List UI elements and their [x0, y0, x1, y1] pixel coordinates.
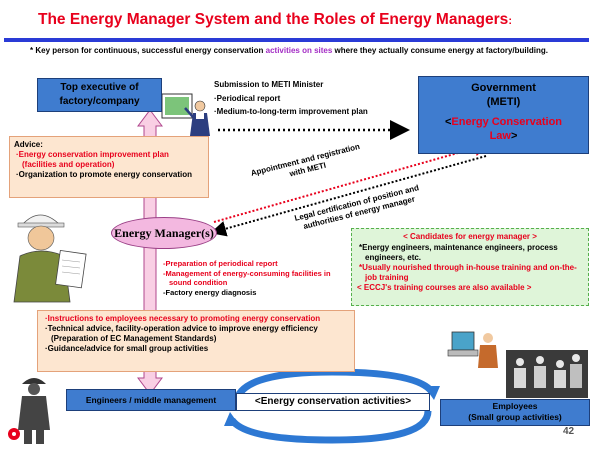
engineers-box: Engineers / middle management: [66, 389, 236, 411]
energy-manager-illustration: [13, 214, 87, 303]
ec-activities-label: <Energy conservation activities>: [236, 393, 430, 411]
candidates-heading: < Candidates for energy manager >: [403, 232, 537, 241]
presenter-illustration: [161, 93, 210, 136]
logo-icon: [8, 428, 20, 440]
computer-worker-illustration: [447, 331, 498, 368]
candidates-item: Usually nourished through in-house train…: [362, 263, 577, 282]
workers-photo: [506, 350, 588, 398]
instructions-item: Technical advice, facility-operation adv…: [47, 324, 318, 343]
em-duty-item: Preparation of periodical report: [165, 259, 278, 268]
page-number: 42: [563, 426, 575, 437]
title-rule: [4, 38, 589, 42]
page-title: The Energy Manager System and the Roles …: [38, 11, 512, 28]
instructions-item: Instructions to employees necessary to p…: [47, 314, 321, 323]
instructions-item: Guidance/advice for small group activiti…: [47, 344, 209, 353]
submission-item: Medium-to-long-term improvement plan: [216, 107, 368, 116]
government-subtitle: (METI): [486, 96, 521, 108]
top-executive-box: Top executive of factory/company: [37, 78, 162, 112]
em-duties-list: -Preparation of periodical report -Manag…: [163, 259, 331, 297]
em-duty-item: Management of energy-consuming facilitie…: [165, 268, 331, 288]
certification-arrow: [210, 155, 487, 237]
advice-item: Organization to promote energy conservat…: [18, 170, 193, 179]
top-executive-line1: Top executive of: [60, 82, 139, 93]
appointment-arrow: [213, 140, 490, 223]
employees-line1: Employees: [492, 401, 538, 411]
subtitle: * Key person for continuous, successful …: [30, 46, 548, 55]
advice-item: Energy conservation improvement plan (fa…: [18, 150, 169, 169]
em-duty-item: Factory energy diagnosis: [165, 287, 257, 297]
government-box: Government (METI) <Energy Conservation L…: [418, 76, 589, 154]
energy-conservation-law: <Energy Conservation Law>: [444, 116, 563, 142]
engineer-illustration: [18, 378, 50, 444]
submission-block: Submission to METI Minister ·Periodical …: [214, 80, 414, 117]
advice-heading: Advice:: [14, 140, 43, 149]
advice-box: Advice: ·Energy conservation improvement…: [9, 136, 209, 198]
candidates-footer: < ECCJ's training courses are also avail…: [357, 283, 532, 292]
instructions-box: ·Instructions to employees necessary to …: [37, 310, 355, 372]
submission-item: Periodical report: [216, 94, 281, 103]
employees-line2: (Small group activities): [468, 412, 562, 422]
energy-manager-oval: Energy Manager(s): [111, 217, 217, 249]
submission-heading: Submission to METI Minister: [214, 80, 324, 89]
cycle-arrows: [224, 368, 440, 444]
candidates-box: < Candidates for energy manager > *Energ…: [351, 228, 589, 306]
government-title: Government: [471, 82, 536, 94]
employees-box: Employees (Small group activities): [440, 399, 590, 426]
top-executive-line2: factory/company: [59, 96, 140, 107]
candidates-item: Energy engineers, maintenance engineers,…: [362, 243, 558, 262]
